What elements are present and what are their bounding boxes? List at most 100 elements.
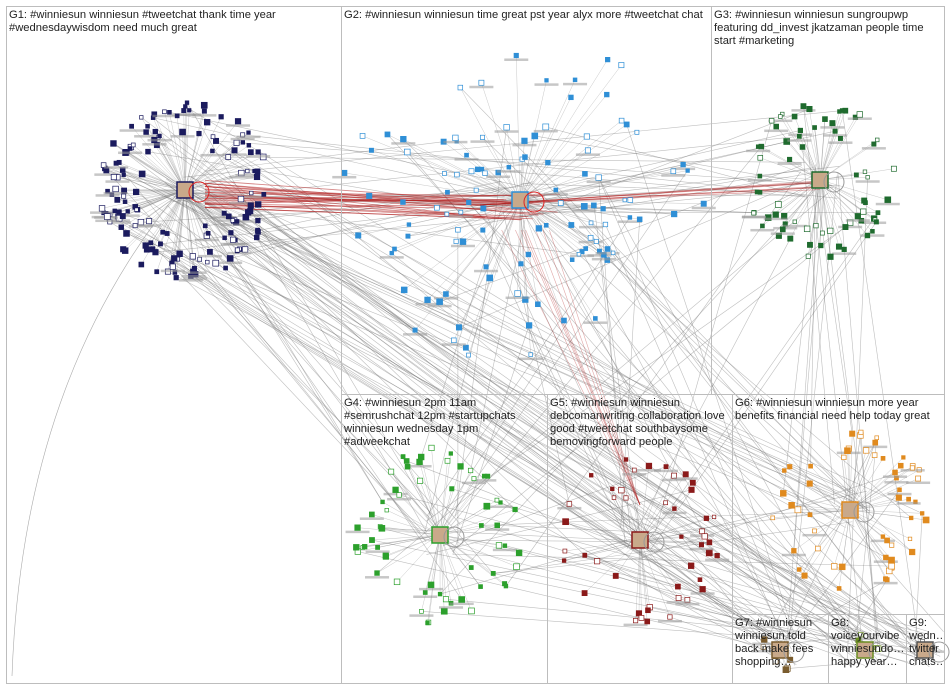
edge bbox=[184, 116, 222, 191]
node bbox=[436, 298, 443, 306]
edge bbox=[387, 134, 863, 649]
node bbox=[542, 123, 550, 131]
node bbox=[518, 261, 524, 267]
node bbox=[490, 570, 496, 576]
node-label-mark bbox=[791, 109, 816, 112]
edge bbox=[115, 163, 421, 533]
edge bbox=[427, 534, 441, 624]
edge bbox=[479, 181, 821, 206]
node-label-mark bbox=[661, 174, 686, 177]
node bbox=[623, 457, 629, 462]
edge bbox=[842, 509, 851, 567]
edge bbox=[125, 189, 186, 202]
node-label-mark bbox=[171, 113, 196, 117]
node bbox=[245, 168, 250, 174]
node-label-mark bbox=[486, 175, 511, 179]
edge bbox=[228, 156, 871, 512]
node bbox=[815, 545, 821, 552]
node bbox=[467, 467, 474, 474]
edge bbox=[236, 250, 922, 660]
node bbox=[522, 154, 528, 160]
group-label-g1: G1: #winniesun winniesun #tweetchat than… bbox=[9, 9, 276, 34]
edge bbox=[519, 199, 522, 264]
edge bbox=[493, 573, 868, 653]
node bbox=[587, 234, 594, 241]
edge bbox=[181, 182, 811, 467]
edge bbox=[391, 252, 874, 650]
node-label-mark bbox=[855, 180, 880, 183]
node-label-mark bbox=[228, 202, 253, 205]
node bbox=[778, 114, 783, 119]
node bbox=[374, 570, 380, 576]
edge bbox=[535, 229, 641, 506]
node bbox=[123, 230, 130, 237]
edge bbox=[164, 111, 186, 191]
node bbox=[871, 141, 877, 147]
node-label-mark bbox=[534, 83, 559, 86]
edge bbox=[837, 172, 879, 649]
edge bbox=[520, 229, 641, 506]
edge bbox=[455, 127, 507, 517]
edge bbox=[358, 199, 521, 236]
node bbox=[201, 108, 207, 114]
node bbox=[355, 232, 362, 239]
node bbox=[671, 210, 678, 218]
node bbox=[557, 200, 564, 206]
edge bbox=[537, 218, 710, 543]
node bbox=[561, 317, 567, 324]
edge bbox=[118, 211, 866, 508]
node bbox=[149, 246, 156, 253]
edge bbox=[407, 151, 521, 201]
node bbox=[890, 165, 897, 172]
node-label-mark bbox=[583, 321, 608, 324]
edge bbox=[130, 146, 186, 191]
edge bbox=[141, 117, 860, 660]
edge bbox=[520, 263, 650, 537]
node-label-mark bbox=[142, 143, 167, 146]
node-label-mark bbox=[671, 167, 696, 171]
edge bbox=[528, 130, 801, 193]
node bbox=[503, 124, 510, 131]
node bbox=[670, 168, 677, 175]
edge bbox=[122, 189, 186, 250]
node bbox=[444, 211, 450, 217]
node bbox=[187, 108, 192, 113]
edge bbox=[439, 478, 475, 536]
node-label-mark bbox=[91, 215, 116, 219]
node bbox=[569, 257, 575, 262]
node bbox=[581, 590, 588, 597]
node bbox=[583, 133, 590, 140]
node bbox=[457, 84, 464, 91]
edge bbox=[468, 199, 521, 356]
node bbox=[803, 225, 811, 233]
group-box-g1 bbox=[6, 6, 342, 684]
node bbox=[543, 222, 549, 228]
self-loop bbox=[868, 641, 890, 663]
node-label-mark bbox=[845, 219, 870, 222]
node bbox=[545, 159, 551, 166]
node-label-mark bbox=[764, 129, 789, 133]
node bbox=[562, 548, 568, 554]
node bbox=[622, 197, 627, 203]
node bbox=[528, 352, 533, 357]
node bbox=[787, 464, 793, 470]
edge bbox=[564, 539, 641, 561]
node bbox=[687, 562, 695, 569]
node bbox=[378, 525, 386, 532]
node bbox=[222, 235, 227, 241]
node bbox=[179, 128, 186, 136]
node bbox=[230, 236, 237, 243]
node-label-mark bbox=[787, 139, 812, 142]
edge bbox=[426, 489, 692, 555]
edge bbox=[160, 189, 186, 245]
edge bbox=[439, 534, 452, 604]
node bbox=[711, 514, 717, 520]
node bbox=[437, 591, 443, 597]
edge bbox=[849, 509, 911, 540]
node bbox=[369, 537, 375, 543]
edge bbox=[184, 111, 205, 191]
node bbox=[139, 115, 144, 120]
node-label-mark bbox=[578, 240, 603, 244]
edge bbox=[381, 528, 909, 663]
node bbox=[468, 168, 475, 175]
